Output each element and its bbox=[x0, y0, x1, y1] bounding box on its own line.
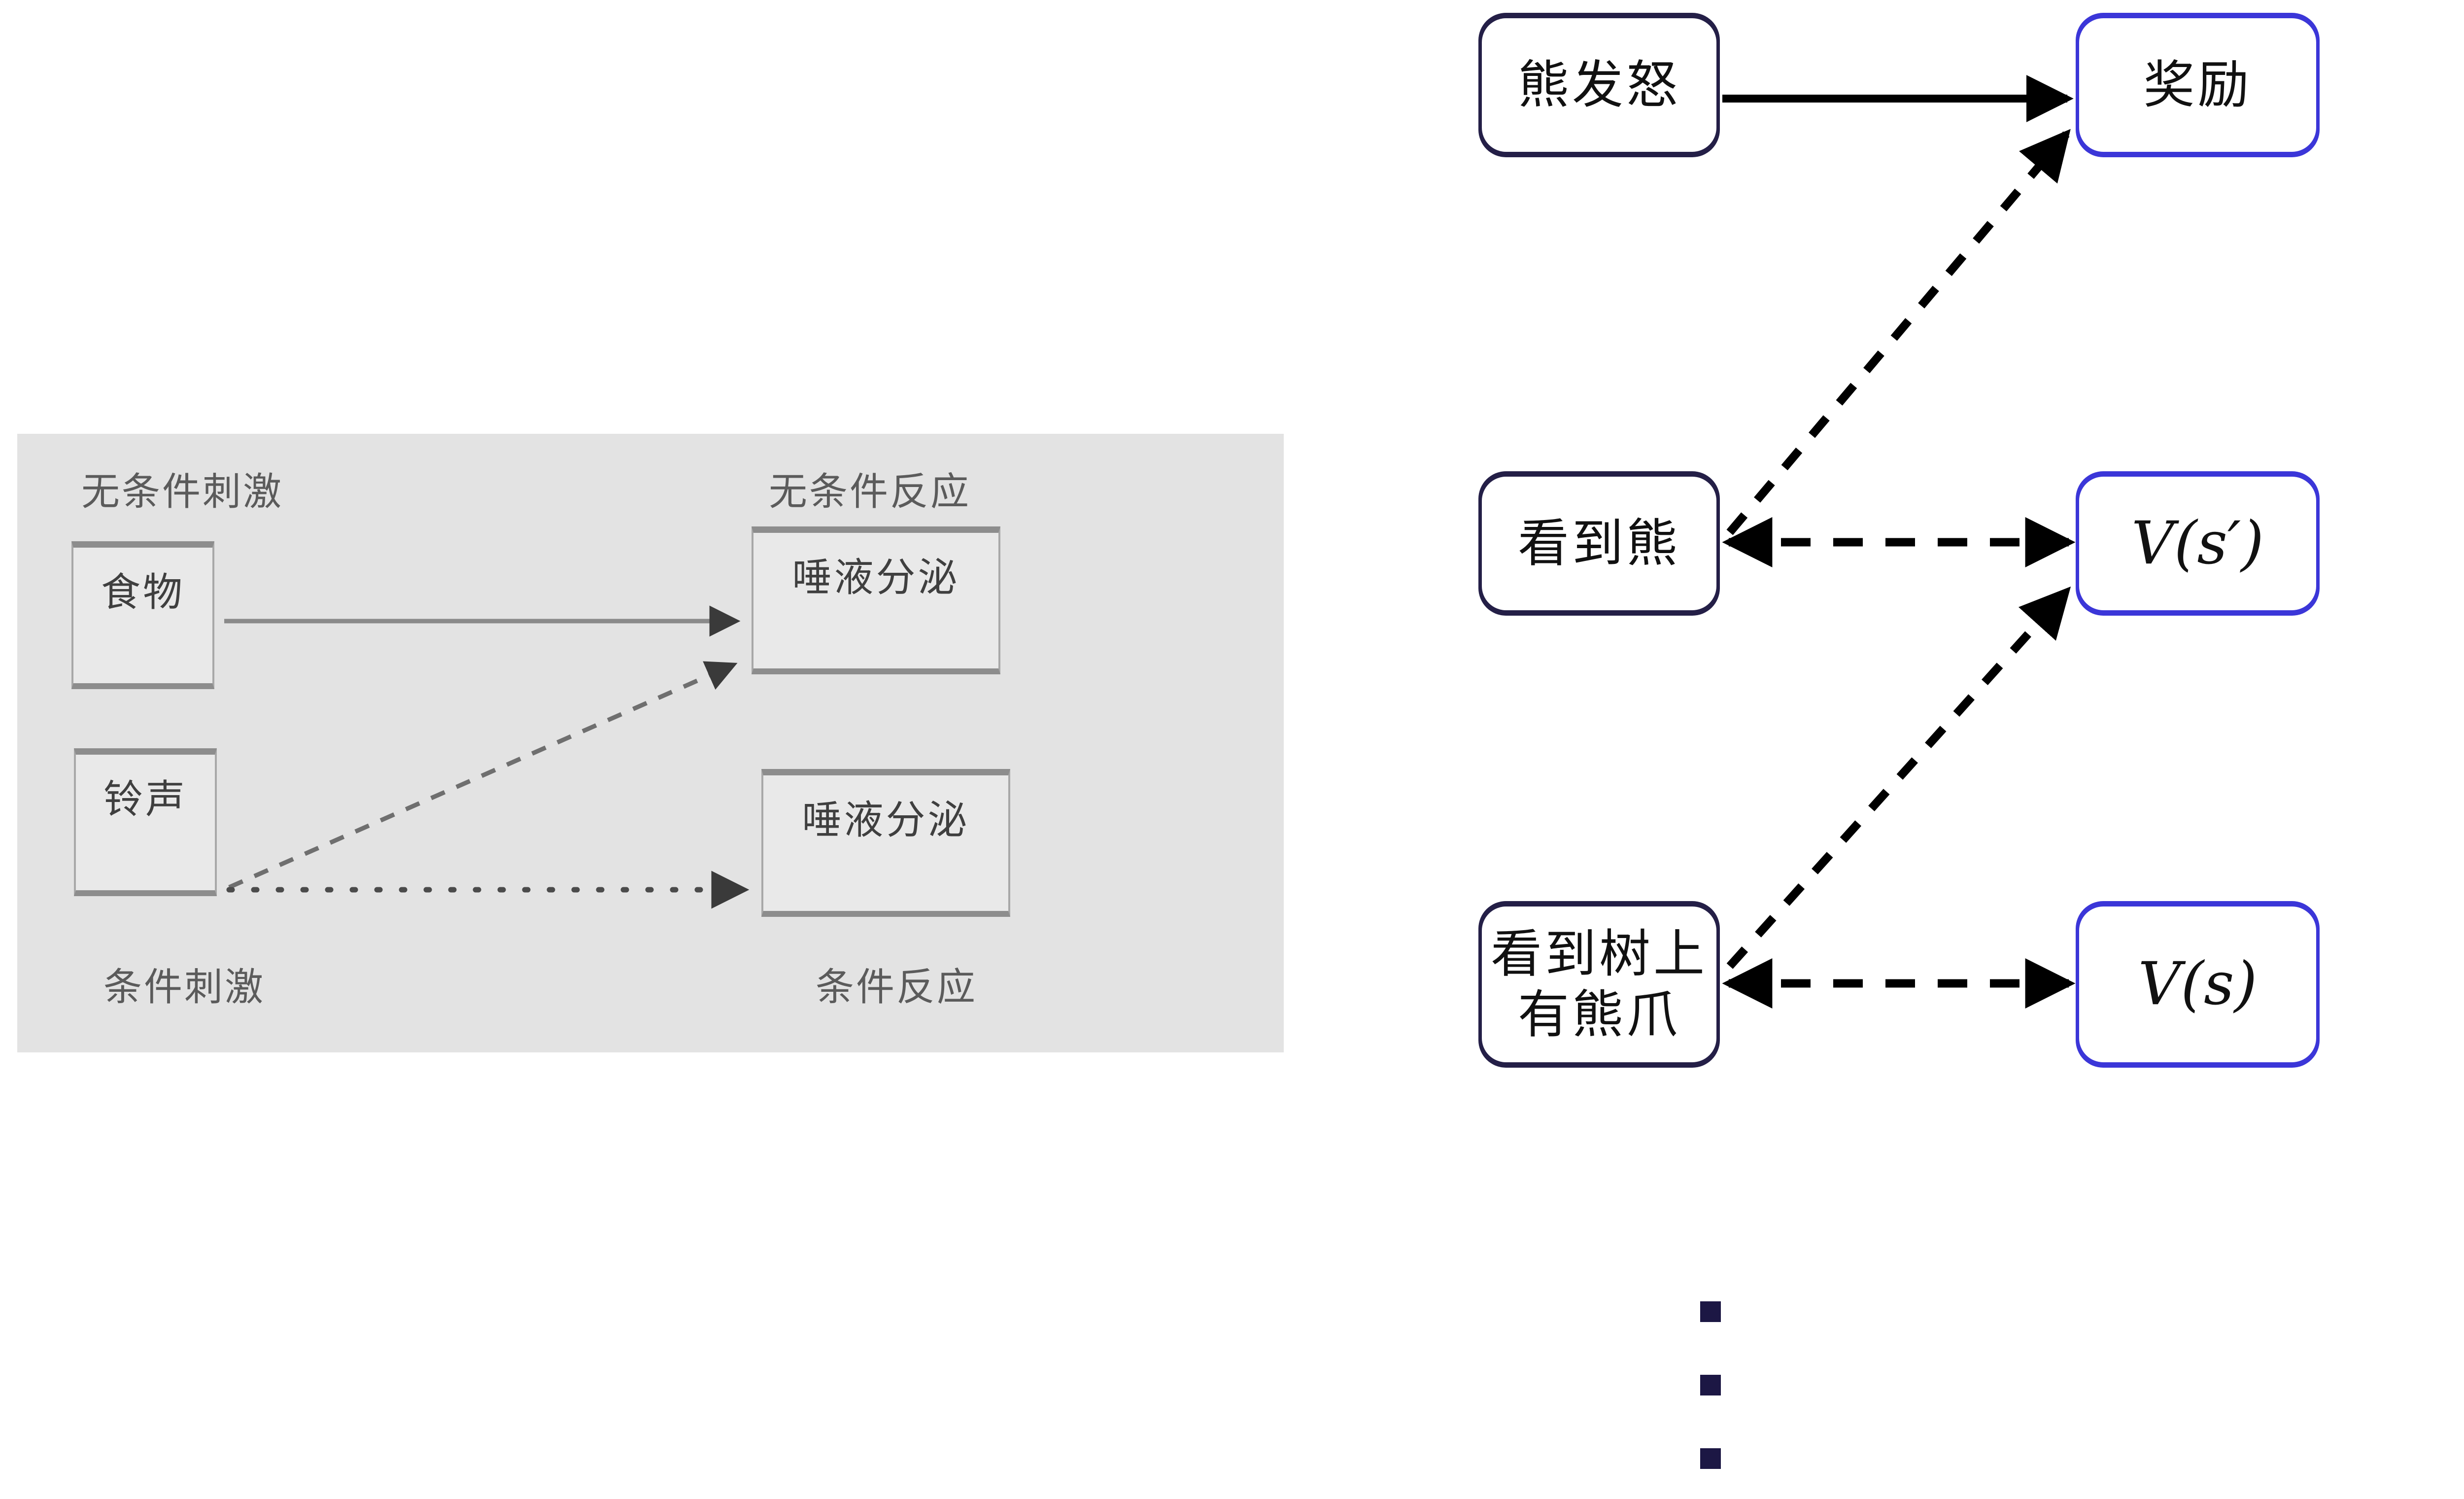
pavlov-box-food: 食物 bbox=[71, 541, 214, 689]
pavlov-arrow-bell-to-unconditioned bbox=[228, 661, 738, 890]
rl-edge-layer bbox=[1722, 75, 2076, 1009]
pavlov-conditioning-panel: 无条件刺激 无条件反应 条件刺激 条件反应 食物 铃声 唾液分泌 唾液分泌 bbox=[17, 434, 1284, 1052]
node-v-s-label: V(s) bbox=[2138, 950, 2258, 1019]
node-reward-label: 奖励 bbox=[2143, 55, 2252, 115]
pavlov-box-salivation-conditioned: 唾液分泌 bbox=[761, 769, 1010, 917]
node-bear-angry-label: 熊发怒 bbox=[1517, 55, 1680, 115]
node-v-s-prime-label: V(s′) bbox=[2131, 509, 2264, 578]
pavlov-box-salivation-conditioned-label: 唾液分泌 bbox=[802, 797, 970, 843]
label-conditioned-stimulus: 条件刺激 bbox=[103, 965, 266, 1010]
ellipsis-dot bbox=[1700, 1448, 1721, 1469]
pavlov-box-bell-label: 铃声 bbox=[103, 776, 187, 822]
node-see-claw[interactable]: 看到树上 有熊爪 bbox=[1478, 903, 1720, 1066]
node-see-bear[interactable]: 看到熊 bbox=[1478, 473, 1720, 614]
label-unconditioned-stimulus: 无条件刺激 bbox=[81, 470, 284, 514]
pavlov-box-food-label: 食物 bbox=[101, 569, 185, 615]
node-reward[interactable]: 奖励 bbox=[2076, 15, 2320, 155]
rl-value-diagram: 熊发怒 看到熊 看到树上 有熊爪 奖励 V(s′) V(s) bbox=[1454, 0, 2464, 1499]
label-unconditioned-response: 无条件反应 bbox=[769, 470, 971, 514]
ellipsis-dot bbox=[1700, 1301, 1721, 1322]
edge-see-bear-to-reward bbox=[1726, 129, 2071, 535]
node-see-bear-label: 看到熊 bbox=[1517, 513, 1680, 574]
label-conditioned-response: 条件反应 bbox=[816, 965, 978, 1010]
node-v-s-prime[interactable]: V(s′) bbox=[2076, 473, 2320, 614]
node-v-s[interactable]: V(s) bbox=[2076, 903, 2320, 1066]
ellipsis-dot bbox=[1700, 1375, 1721, 1395]
node-bear-angry[interactable]: 熊发怒 bbox=[1478, 15, 1720, 155]
pavlov-box-salivation-unconditioned: 唾液分泌 bbox=[752, 526, 1000, 674]
node-see-claw-label-line2: 有熊爪 bbox=[1517, 984, 1680, 1045]
ellipsis-left-column bbox=[1700, 1301, 1721, 1469]
edge-see-claw-to-v-s-prime bbox=[1726, 586, 2071, 969]
pavlov-box-bell: 铃声 bbox=[74, 748, 217, 896]
pavlov-box-salivation-unconditioned-label: 唾液分泌 bbox=[792, 555, 960, 600]
node-see-claw-label-line1: 看到树上 bbox=[1490, 924, 1708, 984]
